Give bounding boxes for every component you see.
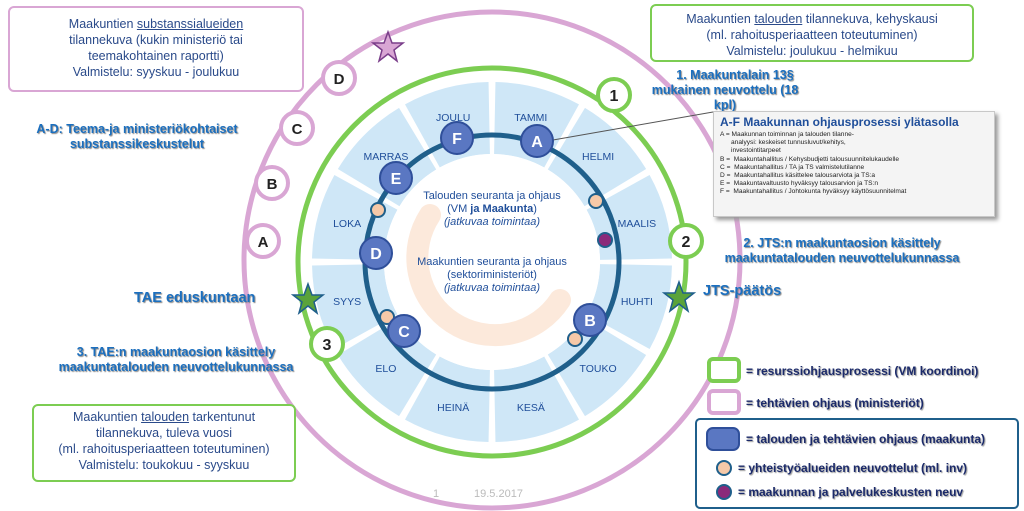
step2-label: 2. JTS:n maakuntaosion käsittely maakunt… bbox=[724, 236, 960, 265]
key-blue-text: = talouden ja tehtävien ohjaus (maakunta… bbox=[746, 432, 986, 446]
month-label: HEINÄ bbox=[437, 402, 469, 414]
center-sector-text: Maakuntien seuranta ja ohjaus (sektorimi… bbox=[417, 256, 567, 294]
month-label: LOKA bbox=[333, 218, 361, 230]
footer-date: 19.5.2017 bbox=[474, 488, 523, 500]
green-node-3-label: 3 bbox=[323, 337, 332, 354]
star-icon-tae bbox=[290, 281, 326, 315]
green-node-3: 3 bbox=[309, 326, 345, 362]
month-label: HELMI bbox=[582, 151, 614, 163]
key-blue-swatch bbox=[706, 427, 740, 451]
footer-page: 1 bbox=[433, 488, 440, 500]
blue-node-c-label: C bbox=[398, 324, 410, 341]
peach-node-maalis bbox=[588, 193, 604, 209]
green-ring bbox=[295, 65, 689, 459]
green-node-1: 1 bbox=[596, 77, 632, 113]
legend-line: C = Maakuntahallitus / TA ja TS valmiste… bbox=[720, 163, 865, 171]
month-labels: TAMMI HELMI MAALIS HUHTI TOUKO KESÄ HEINÄ ELO SY… bbox=[333, 112, 656, 414]
box-economy-refined: Maakuntien talouden tarkentunut tilannek… bbox=[32, 404, 296, 482]
legend-lines: A = Maakunnan toiminnan ja talouden tila… bbox=[720, 131, 988, 197]
purple-node-maalis bbox=[597, 232, 613, 248]
green-node-2: 2 bbox=[668, 223, 704, 259]
step3-label: 3. TAE:n maakuntaosion käsittely maakunt… bbox=[58, 345, 294, 374]
month-label: KESÄ bbox=[517, 402, 545, 414]
star-icon-jts bbox=[661, 279, 697, 313]
blue-node-e: E bbox=[379, 161, 413, 195]
pink-node-c: C bbox=[279, 110, 315, 146]
ad-label: A-D: Teema-ja ministeriökohtaiset substa… bbox=[36, 122, 238, 151]
star-icon-pink bbox=[370, 29, 406, 63]
sector-kesä bbox=[494, 356, 579, 442]
legend-title: A-F Maakunnan ohjausprosessi ylätasolla bbox=[720, 115, 959, 129]
month-label: MAALIS bbox=[618, 218, 657, 230]
blue-node-c: C bbox=[387, 314, 421, 348]
key-peach-dot bbox=[716, 460, 732, 476]
center-economy-text: Talouden seuranta ja ohjaus (VM ja Maaku… bbox=[423, 190, 561, 228]
month-label: JOULU bbox=[436, 112, 470, 124]
sector-huhti bbox=[586, 264, 672, 349]
month-label: HUHTI bbox=[621, 296, 653, 308]
blue-node-d-label: D bbox=[370, 246, 382, 263]
key-green-swatch bbox=[707, 357, 741, 383]
month-label: MARRAS bbox=[363, 151, 408, 163]
swirl-decoration bbox=[406, 204, 571, 347]
legend-line: E = Maakuntavaltuusto hyväksyy talousarv… bbox=[720, 180, 879, 188]
peach-node-touko bbox=[567, 331, 583, 347]
step1-label: 1. Maakuntalain 13§ mukainen neuvottelu … bbox=[651, 68, 799, 112]
key-green-text: = resurssiohjausprosessi (VM koordinoi) bbox=[746, 364, 979, 378]
key-peach-text: = yhteistyöalueiden neuvottelut (ml. inv… bbox=[738, 461, 968, 475]
pink-ring bbox=[241, 9, 743, 511]
peach-node-elo bbox=[379, 309, 395, 325]
blue-node-d: D bbox=[359, 236, 393, 270]
blue-node-e-label: E bbox=[391, 171, 402, 188]
legend-line: B = Maakuntahallitus / Kehysbudjetti tal… bbox=[720, 155, 900, 163]
box-economy-framework: Maakuntien talouden tilannekuva, kehyska… bbox=[650, 4, 974, 62]
process-legend: A-F Maakunnan ohjausprosessi ylätasolla … bbox=[713, 111, 995, 217]
jts-label: JTS-päätös bbox=[703, 283, 782, 299]
pink-node-b-label: B bbox=[267, 176, 278, 193]
blue-node-a: A bbox=[520, 124, 554, 158]
month-label: TAMMI bbox=[514, 112, 547, 124]
box-substance-status: Maakuntien substanssialueiden tilannekuv… bbox=[8, 6, 304, 92]
legend-line: analyysi: keskeiset tunnusluvut/kehitys, bbox=[720, 139, 846, 147]
month-label: SYYS bbox=[333, 296, 361, 308]
blue-node-b-label: B bbox=[584, 313, 596, 330]
tae-label: TAE eduskuntaan bbox=[134, 290, 256, 306]
green-node-2-label: 2 bbox=[682, 234, 691, 251]
month-label: ELO bbox=[375, 363, 396, 375]
pink-node-a: A bbox=[245, 223, 281, 259]
pink-node-b: B bbox=[254, 165, 290, 201]
legend-pointer bbox=[552, 111, 714, 141]
pink-node-a-label: A bbox=[258, 234, 269, 251]
sector-heinä bbox=[405, 356, 490, 442]
key-purple-text: = maakunnan ja palvelukeskusten neuv bbox=[738, 485, 964, 499]
key-pink-text: = tehtävien ohjaus (ministeriöt) bbox=[746, 396, 924, 410]
legend-line: A = Maakunnan toiminnan ja talouden tila… bbox=[720, 131, 854, 138]
pink-node-d: D bbox=[321, 60, 357, 96]
pink-node-d-label: D bbox=[334, 71, 345, 88]
month-label: TOUKO bbox=[579, 363, 616, 375]
legend-line: F = Maakuntahallitus / Johtokunta hyväks… bbox=[720, 188, 907, 196]
peach-node-loka bbox=[370, 202, 386, 218]
blue-node-a-label: A bbox=[531, 134, 543, 151]
blue-node-f-label: F bbox=[452, 131, 462, 148]
key-pink-swatch bbox=[707, 389, 741, 415]
pink-node-c-label: C bbox=[292, 121, 303, 138]
blue-node-b: B bbox=[573, 303, 607, 337]
legend-line: investointitarpeet bbox=[720, 147, 781, 155]
legend-line: D = Maakuntahallitus käsittelee talousar… bbox=[720, 172, 876, 180]
key-blue-frame bbox=[695, 418, 1019, 509]
blue-node-f: F bbox=[440, 121, 474, 155]
sector-helmi bbox=[547, 107, 647, 207]
key-purple-dot bbox=[716, 484, 732, 500]
green-node-1-label: 1 bbox=[610, 88, 619, 105]
